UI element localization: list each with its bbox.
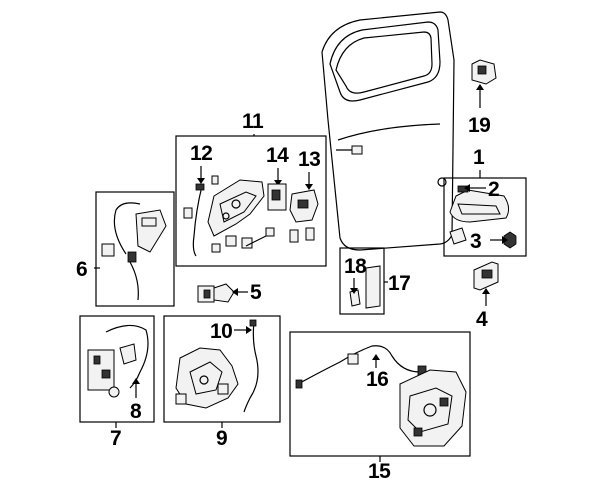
part-19-striker <box>471 59 497 108</box>
callout-2: 2 <box>488 178 499 201</box>
callout-8: 8 <box>130 400 142 423</box>
callout-4: 4 <box>476 308 488 331</box>
callout-9: 9 <box>216 427 227 450</box>
callout-7: 7 <box>110 427 121 450</box>
callout-19: 19 <box>468 114 490 137</box>
callout-6: 6 <box>76 258 87 281</box>
sliding-door-panel <box>321 11 455 251</box>
callout-12: 12 <box>190 142 212 165</box>
callout-1: 1 <box>473 146 485 169</box>
callout-15: 15 <box>368 460 391 483</box>
callout-10: 10 <box>210 320 232 343</box>
part-17-trim <box>349 265 381 309</box>
callout-16: 16 <box>366 368 388 391</box>
callout-13: 13 <box>298 148 320 171</box>
callout-17: 17 <box>388 272 410 295</box>
part-16-cable <box>295 345 427 389</box>
callout-11: 11 <box>242 110 264 133</box>
box-group-17 <box>339 247 385 315</box>
part-15-door-lock <box>399 369 467 447</box>
part-7-latch <box>87 324 149 398</box>
part-11-inner-handle-assembly <box>183 175 319 257</box>
part-5-switch <box>197 283 235 303</box>
part-1-outer-handle <box>449 185 510 245</box>
box-group-11 <box>175 135 327 267</box>
box-group-7 <box>79 315 155 423</box>
callout-3: 3 <box>470 230 481 253</box>
callout-5: 5 <box>250 281 262 304</box>
box-group-1 <box>443 177 527 257</box>
callout-18: 18 <box>344 255 367 278</box>
part-4-handle-cover <box>473 261 499 291</box>
part-3-nut <box>503 231 517 249</box>
box-group-6 <box>95 191 175 307</box>
part-9-lock-actuator <box>175 319 259 413</box>
callout-14: 14 <box>266 144 289 167</box>
part-6-lock-cable <box>101 202 167 301</box>
